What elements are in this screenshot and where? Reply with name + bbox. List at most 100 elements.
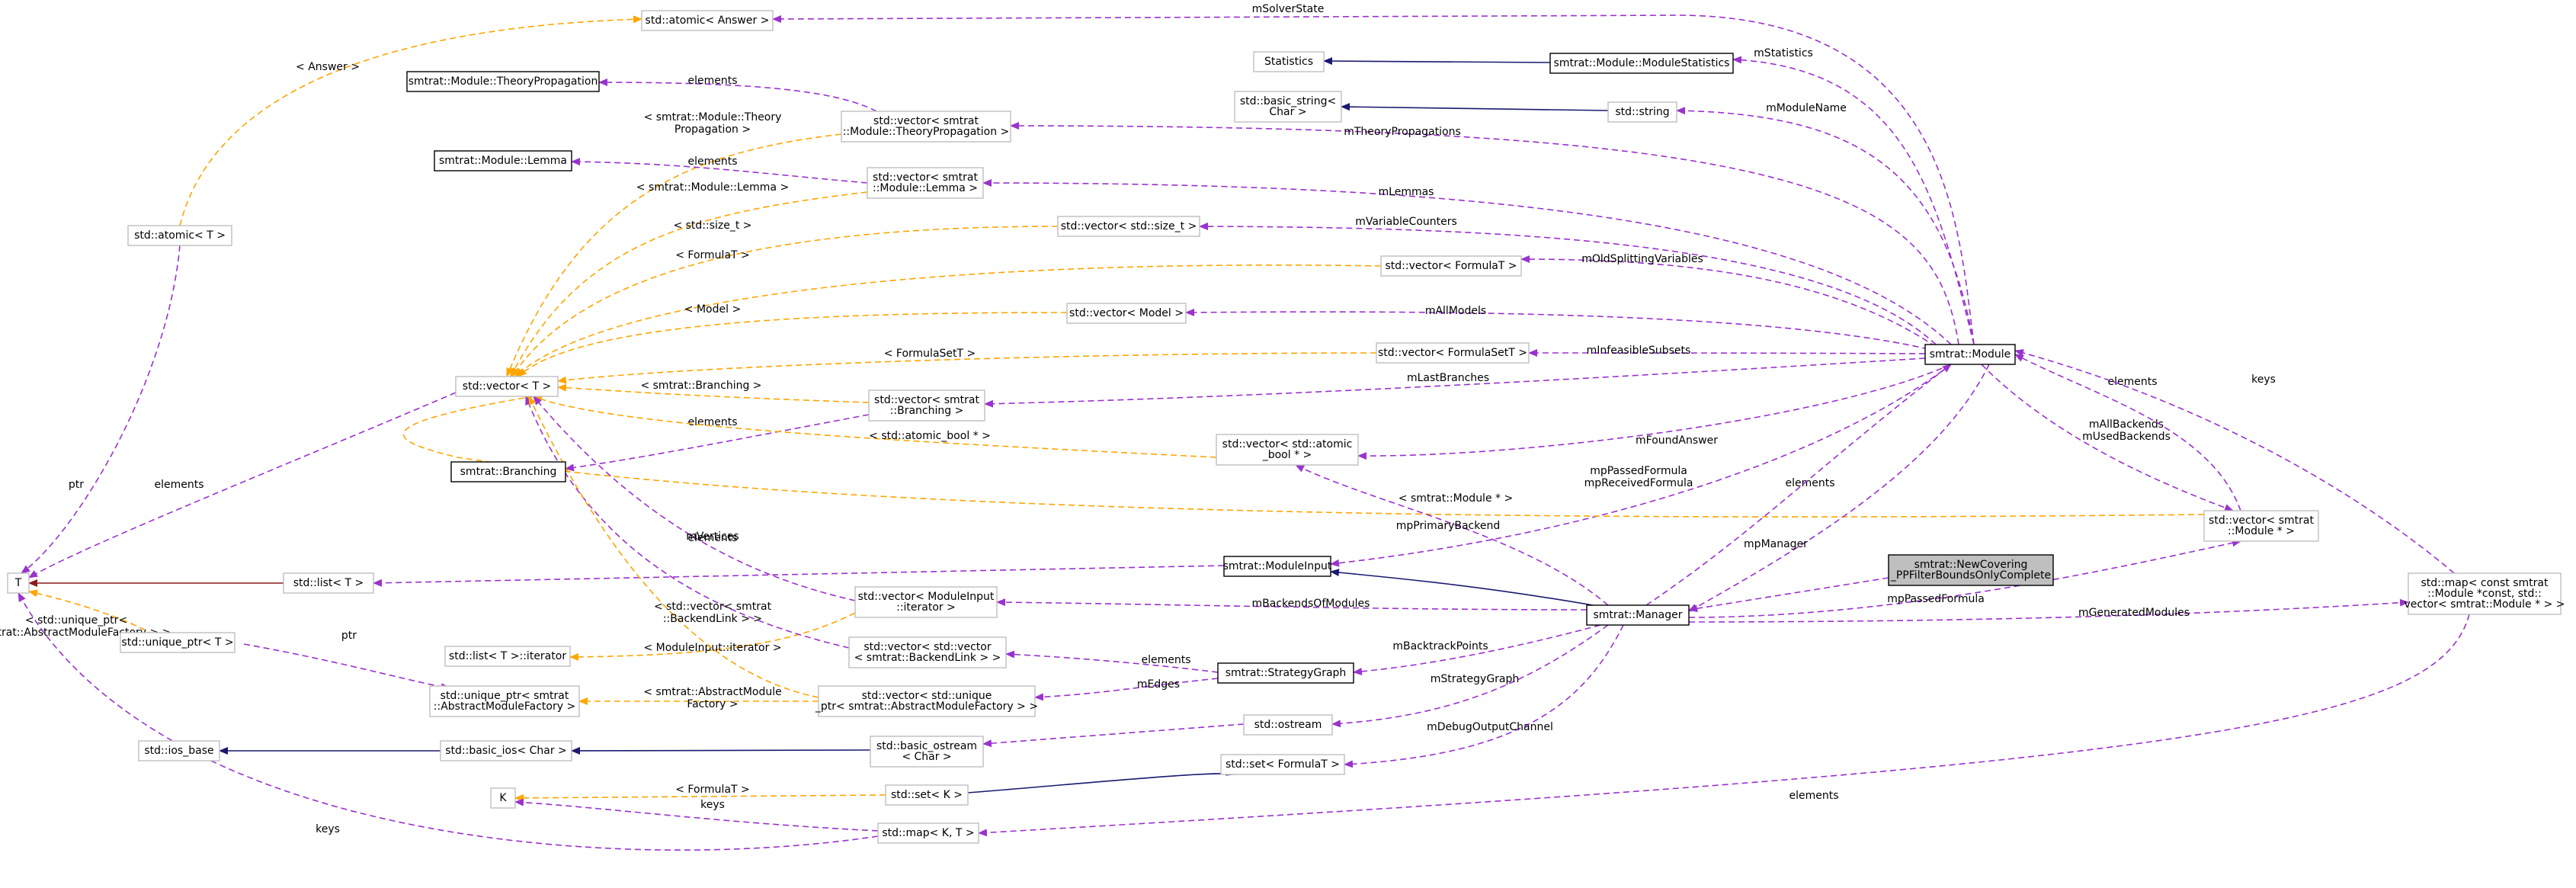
node-vecBackendLink[interactable]: std::vector< std::vector< smtrat::Backen…: [848, 636, 1007, 668]
edge-label: elements: [2107, 376, 2157, 388]
node-vecModulePtr[interactable]: std::vector< smtrat::Module * >: [2203, 510, 2319, 542]
node-moduleStats[interactable]: smtrat::Module::ModuleStatistics: [1549, 53, 1734, 74]
node-box: [1243, 714, 1333, 736]
edge-label: < smtrat::Branching >: [640, 380, 761, 392]
edge-line: [1199, 223, 1937, 345]
node-box: [1380, 255, 1522, 277]
node-stdString[interactable]: std::string: [1607, 101, 1677, 123]
edge-line: [1344, 624, 1624, 768]
node-strategyGraph[interactable]: smtrat::StrategyGraph: [1217, 662, 1354, 684]
node-label: K: [499, 792, 507, 804]
node-vecBranching[interactable]: std::vector< smtrat::Branching >: [868, 390, 985, 422]
node-listT[interactable]: std::list< T >: [283, 572, 374, 594]
node-theoryProp[interactable]: smtrat::Module::TheoryPropagation: [406, 71, 600, 92]
edge-manager-to-strategyGraph: mStrategyGraph: [1331, 624, 1609, 728]
node-mapModule[interactable]: std::map< const smtrat::Module *const, s…: [2405, 572, 2565, 615]
node-label: std::unique_ptr< smtrat: [441, 690, 569, 702]
node-label: std::vector< std::size_t >: [1061, 220, 1197, 232]
node-label: std::vector< smtrat: [2209, 515, 2314, 527]
edge-manager-to-vecModulePtr: mGeneratedModules: [1688, 598, 2409, 623]
edge-line: [982, 179, 1952, 345]
node-vecModel[interactable]: std::vector< Model >: [1066, 303, 1187, 324]
edge-manager-to-moduleInput: mpPassedFormula: [1688, 539, 2241, 618]
node-ostream[interactable]: std::ostream: [1243, 714, 1333, 736]
edge-label: ::BackendLink > >: [663, 613, 762, 625]
node-label: smtrat::StrategyGraph: [1226, 667, 1347, 679]
node-box: [490, 787, 516, 809]
node-box: [1223, 556, 1331, 577]
edge-setK-to-K: keys: [514, 798, 879, 832]
node-uniquePtrT[interactable]: std::unique_ptr< T >: [120, 632, 235, 653]
edge-line: [179, 15, 642, 226]
edge-line: [533, 396, 1217, 458]
edge-module-to-vecAtomicBool: mFoundAnswer: [1357, 364, 1952, 460]
node-vecFormulaT[interactable]: std::vector< FormulaT >: [1380, 255, 1522, 277]
edge-line: [402, 393, 2205, 518]
edge-newCovering-to-manager: [1330, 569, 1594, 606]
node-moduleInput[interactable]: smtrat::ModuleInput: [1223, 556, 1332, 577]
edge-vecLemma-to-lemma: elements: [571, 155, 868, 184]
node-newCovering[interactable]: smtrat::NewCovering_PPFilterBoundsOnlyCo…: [1888, 554, 2054, 586]
edge-mapKT-to-K: keys: [18, 592, 879, 851]
node-label: std::vector< FormulaSetT >: [1378, 347, 1527, 359]
node-manager[interactable]: smtrat::Manager: [1586, 604, 1690, 626]
edge-label: < ModuleInput::iterator >: [643, 642, 781, 654]
edge-label: mLemmas: [1379, 186, 1434, 198]
edge-atomicT-to-atomicAnswer: < Answer >: [179, 15, 642, 226]
node-vecMIIter[interactable]: std::vector< ModuleInput::iterator >: [854, 586, 998, 618]
edge-vecT-to-vecBranching: < smtrat::Branching >: [557, 380, 870, 403]
edge-label: elements: [154, 479, 203, 491]
node-vecTheoryProp[interactable]: std::vector< smtrat::Module::TheoryPropa…: [841, 111, 1011, 143]
node-listTIter[interactable]: std::list< T >::iterator: [444, 646, 571, 667]
edge-line: [510, 191, 868, 377]
node-vecAtomicBool[interactable]: std::vector< std::atomic_bool * >: [1216, 434, 1359, 466]
edge-module-to-vecLemma: mLemmas: [982, 179, 1952, 345]
edge-line: [565, 414, 870, 472]
node-vecT[interactable]: std::vector< T >: [455, 376, 559, 397]
node-basicString[interactable]: std::basic_string<Char >: [1234, 91, 1342, 123]
node-vecLemma[interactable]: std::vector< smtrat::Module::Lemma >: [867, 167, 984, 199]
node-label: std::set< FormulaT >: [1226, 758, 1340, 771]
node-statistics[interactable]: Statistics: [1253, 51, 1325, 72]
node-mapKT[interactable]: std::map< K, T >: [877, 822, 979, 844]
node-label: _bool * >: [1262, 449, 1312, 461]
edge-listT-to-T: elements: [533, 396, 856, 601]
node-iosBase[interactable]: std::ios_base: [138, 740, 220, 761]
node-atomicT[interactable]: std::atomic< T >: [127, 225, 232, 246]
node-basicIos[interactable]: std::basic_ios< Char >: [440, 740, 572, 761]
node-basicOstream[interactable]: std::basic_ostream< Char >: [870, 736, 984, 768]
node-T[interactable]: T: [7, 572, 30, 594]
edge-line: [243, 643, 450, 691]
node-uniquePtrAMF[interactable]: std::unique_ptr< smtrat::AbstractModuleF…: [429, 685, 580, 717]
node-lemma[interactable]: smtrat::Module::Lemma: [434, 150, 572, 172]
node-setK[interactable]: std::set< K >: [885, 784, 969, 806]
edge-label: < smtrat::Module::Lemma >: [636, 181, 789, 194]
node-branching[interactable]: smtrat::Branching: [450, 461, 566, 482]
edge-module-to-vecFormulaSetT: mInfeasibleSubsets: [1528, 345, 1926, 357]
node-label: < Char >: [902, 751, 951, 763]
edge-line: [571, 746, 871, 755]
edge-basicIos-to-iosBase: [967, 768, 1235, 793]
node-box: [818, 685, 1036, 717]
node-K[interactable]: K: [490, 787, 516, 809]
node-label: std::vector< FormulaT >: [1385, 260, 1517, 272]
node-label: ::iterator >: [896, 601, 956, 614]
node-label: T: [14, 577, 22, 589]
edge-label: < std::unique_ptr<: [25, 614, 127, 627]
node-atomicAnswer[interactable]: std::atomic< Answer >: [641, 10, 774, 31]
edge-label: Propagation >: [674, 123, 751, 136]
node-vecUniquePtr[interactable]: std::vector< std::unique_ptr< smtrat::Ab…: [815, 685, 1038, 717]
node-box: [1220, 754, 1345, 775]
node-setFormulaT[interactable]: std::set< FormulaT >: [1220, 754, 1345, 775]
edge-label: mVariableCounters: [1355, 216, 1457, 228]
edge-label: mBacktrackPoints: [1392, 640, 1488, 652]
edge-label: mpPrimaryBackend: [1396, 520, 1501, 532]
node-module[interactable]: smtrat::Module: [1924, 344, 2016, 365]
node-label: std::vector< smtrat: [874, 394, 979, 406]
node-vecSizeT[interactable]: std::vector< std::size_t >: [1057, 216, 1200, 237]
node-box: [1217, 662, 1354, 684]
edge-label: < FormulaT >: [675, 249, 750, 261]
node-label: std::vector< smtrat: [873, 172, 978, 184]
node-vecFormulaSetT[interactable]: std::vector< FormulaSetT >: [1376, 342, 1530, 364]
node-label: std::atomic< Answer >: [646, 14, 770, 27]
